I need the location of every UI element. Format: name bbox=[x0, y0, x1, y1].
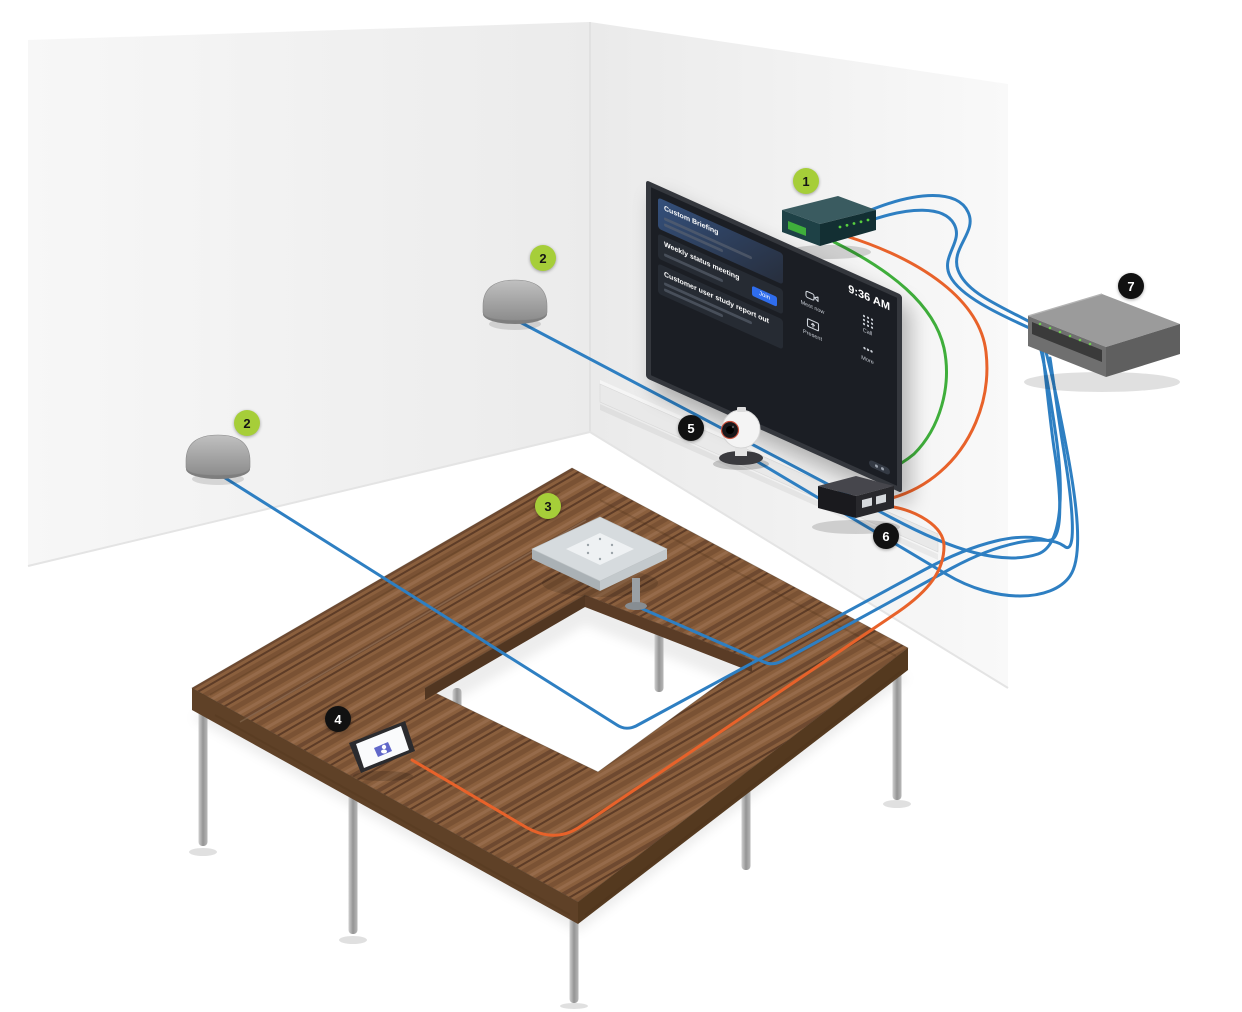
badge-camera: 5 bbox=[678, 415, 704, 441]
badge-network-switch: 7 bbox=[1118, 273, 1144, 299]
network-cables-blue bbox=[220, 194, 1080, 730]
call-tile: Call bbox=[861, 312, 875, 338]
network-switch-device bbox=[1024, 293, 1180, 392]
home-actions: 9:36 AM Meet now bbox=[790, 257, 890, 476]
present-tile: Present bbox=[803, 315, 822, 343]
status-pill bbox=[869, 459, 890, 476]
front-of-room-display: Custom Briefing Weekly status meeting Jo… bbox=[646, 180, 902, 494]
meet-now-tile: Meet now bbox=[801, 285, 824, 316]
badge-ceiling-mic-left: 2 bbox=[234, 410, 260, 436]
join-button: Join bbox=[751, 285, 777, 307]
left-wall bbox=[28, 22, 590, 566]
cable-console bbox=[410, 504, 946, 837]
touch-console-device bbox=[349, 721, 415, 781]
table-panel-device bbox=[531, 516, 668, 610]
teams-rooms-home: Custom Briefing Weekly status meeting Jo… bbox=[651, 187, 897, 486]
dialpad-icon bbox=[862, 314, 873, 329]
ceiling-mic-right bbox=[482, 279, 548, 330]
badge-touch-console: 4 bbox=[325, 706, 351, 732]
more-dots-icon bbox=[862, 346, 873, 353]
hdmi-cable-green bbox=[832, 240, 948, 474]
cable-compute-usb bbox=[844, 234, 989, 500]
more-tile: More bbox=[861, 340, 875, 366]
badge-ceiling-mic-right: 2 bbox=[530, 245, 556, 271]
cable-display bbox=[832, 240, 948, 474]
badge-table-panel: 3 bbox=[535, 493, 561, 519]
teams-logo-icon bbox=[374, 742, 392, 757]
cable-camera bbox=[751, 350, 1080, 598]
badge-compute: 1 bbox=[793, 168, 819, 194]
cable-table-panel bbox=[634, 356, 1074, 666]
present-screen-icon bbox=[806, 318, 819, 332]
cable-mic-right bbox=[514, 318, 1062, 560]
badge-av-box: 6 bbox=[873, 523, 899, 549]
usb-cables-orange bbox=[410, 234, 989, 837]
ceiling-mic-left bbox=[185, 434, 251, 485]
conference-table bbox=[191, 467, 909, 924]
cable-compute-a bbox=[864, 194, 1032, 324]
cable-compute-b bbox=[864, 208, 1036, 332]
video-camera-icon bbox=[805, 291, 820, 303]
